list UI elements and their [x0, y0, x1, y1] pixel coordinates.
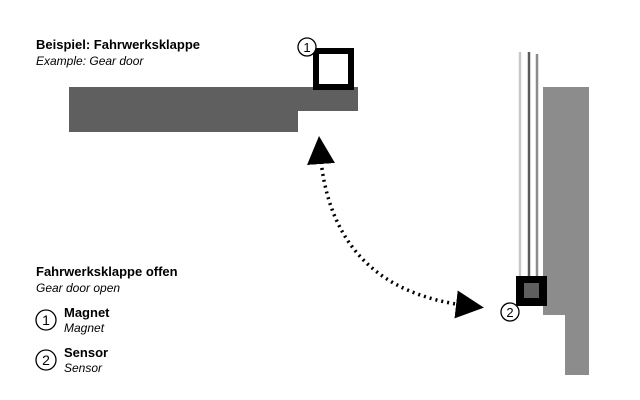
svg-text:1: 1 [303, 40, 310, 55]
marker-1: 1 [297, 37, 317, 57]
legend-marker-1: 1 [35, 309, 57, 331]
legend-magnet-de: Magnet [64, 305, 110, 320]
marker-2: 2 [500, 302, 520, 322]
gear-door-open [543, 87, 589, 375]
legend-marker-2: 2 [35, 349, 57, 371]
svg-text:2: 2 [506, 305, 513, 320]
state-de: Fahrwerksklappe offen [36, 264, 178, 279]
legend-magnet-en: Magnet [64, 321, 105, 335]
motion-arrow [307, 136, 484, 319]
magnet [313, 48, 354, 90]
svg-text:2: 2 [42, 352, 50, 368]
state-en: Gear door open [36, 281, 121, 295]
gear-door-closed [69, 87, 358, 132]
sensor-core [524, 283, 539, 298]
title-en: Example: Gear door [36, 54, 144, 68]
legend-sensor-en: Sensor [64, 361, 103, 375]
legend-sensor-de: Sensor [64, 345, 109, 360]
svg-text:1: 1 [42, 312, 50, 328]
title-de: Beispiel: Fahrwerksklappe [36, 37, 201, 52]
